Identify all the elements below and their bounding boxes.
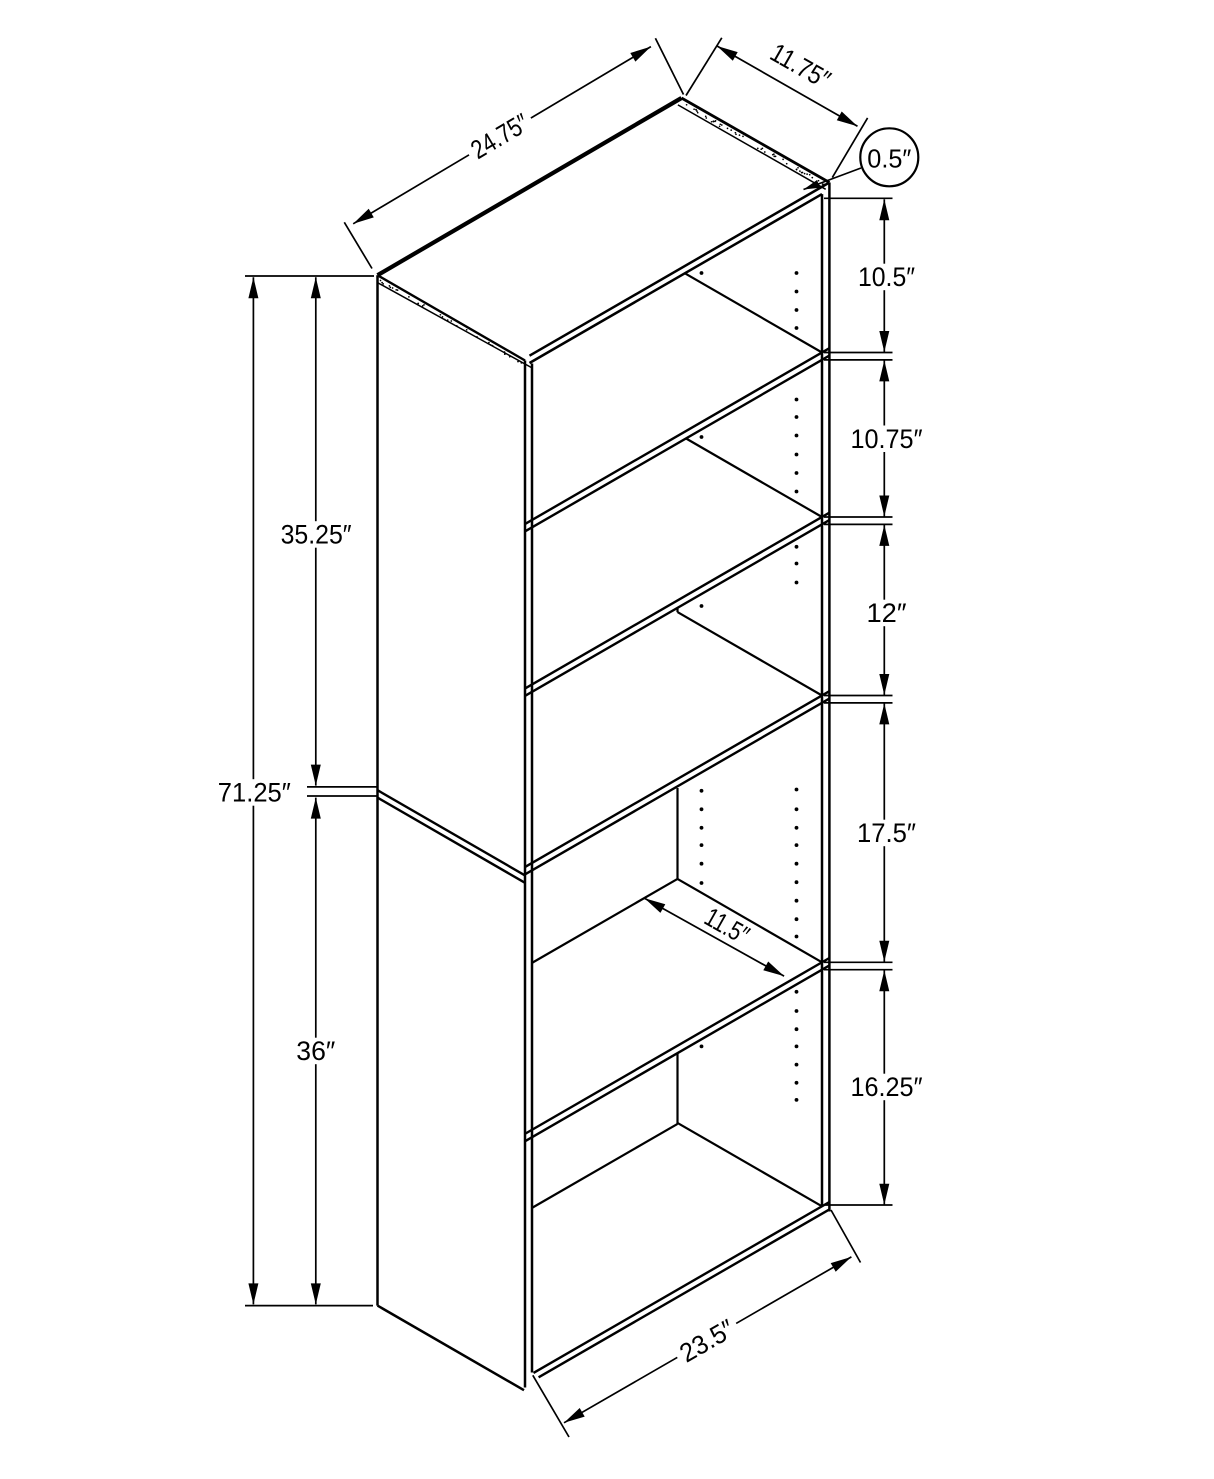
svg-text:10.5″: 10.5″ — [858, 262, 915, 292]
svg-text:16.25″: 16.25″ — [851, 1072, 923, 1102]
svg-text:10.75″: 10.75″ — [851, 424, 923, 454]
svg-text:35.25″: 35.25″ — [281, 520, 352, 550]
svg-text:12″: 12″ — [867, 598, 907, 628]
svg-text:17.5″: 17.5″ — [857, 818, 916, 848]
svg-text:71.25″: 71.25″ — [218, 778, 291, 808]
svg-text:0.5″: 0.5″ — [867, 143, 911, 173]
svg-text:36″: 36″ — [296, 1036, 335, 1066]
